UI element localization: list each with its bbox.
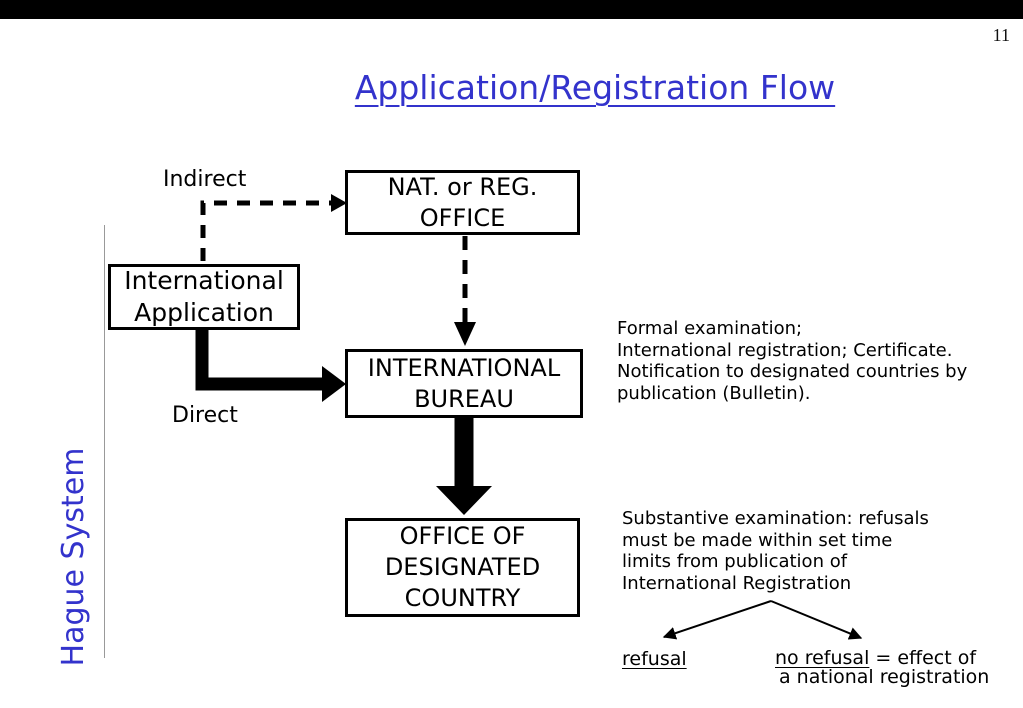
slide-number: 11 — [992, 25, 1010, 45]
box-line: BUREAU — [414, 384, 514, 413]
bureau-to-office-thick-arrow — [436, 418, 492, 515]
indirect-label: Indirect — [163, 167, 247, 192]
note-line: Formal examination; — [617, 318, 803, 339]
box-line: NAT. or REG. — [387, 172, 538, 201]
note-line: limits from publication of — [622, 551, 848, 572]
refusal-label: refusal — [622, 648, 687, 670]
hague-system-label: Hague System — [56, 447, 91, 667]
note-line: Substantive examination: refusals — [622, 508, 929, 529]
direct-thick-arrow — [195, 330, 346, 402]
office-to-bureau-dashed-arrow — [454, 236, 476, 346]
designated-country-annotation: Substantive examination: refusals must b… — [622, 508, 929, 594]
note-line: must be made within set time — [622, 529, 893, 551]
box-line: International — [124, 266, 284, 295]
note-line: International registration; Certificate. — [617, 339, 953, 361]
box-line: OFFICE OF — [399, 522, 526, 550]
box-line: COUNTRY — [404, 584, 521, 612]
page-title: Application/Registration Flow — [354, 68, 836, 107]
box-line: OFFICE — [419, 203, 506, 232]
no-refusal-underlined: no refusal — [775, 647, 870, 669]
international-bureau-box: INTERNATIONAL BUREAU — [345, 349, 583, 418]
nat-reg-office-box: NAT. or REG. OFFICE — [345, 170, 580, 235]
box-line: Application — [134, 298, 274, 327]
no-refusal-suffix: = effect of — [869, 647, 977, 669]
no-refusal-line1: no refusal = effect of — [775, 649, 989, 668]
office-of-designated-country-box: OFFICE OF DESIGNATED COUNTRY — [345, 518, 580, 617]
box-line: DESIGNATED — [384, 553, 541, 581]
indirect-dashed-arrow — [200, 194, 347, 261]
refusal-branch-arrows — [662, 600, 863, 640]
international-application-box: International Application — [108, 264, 300, 330]
note-line: International Registration — [622, 572, 852, 594]
left-vertical-rule — [104, 225, 105, 658]
box-line: INTERNATIONAL — [367, 353, 561, 382]
no-refusal-line2: a national registration — [779, 666, 990, 688]
note-line: Notification to designated countries by — [617, 361, 968, 382]
top-black-bar — [0, 0, 1023, 19]
note-line: publication (Bulletin). — [617, 382, 811, 404]
no-refusal-label: no refusal = effect of a national regist… — [775, 649, 989, 687]
direct-label: Direct — [172, 403, 238, 428]
bureau-annotation: Formal examination; International regist… — [617, 318, 967, 404]
